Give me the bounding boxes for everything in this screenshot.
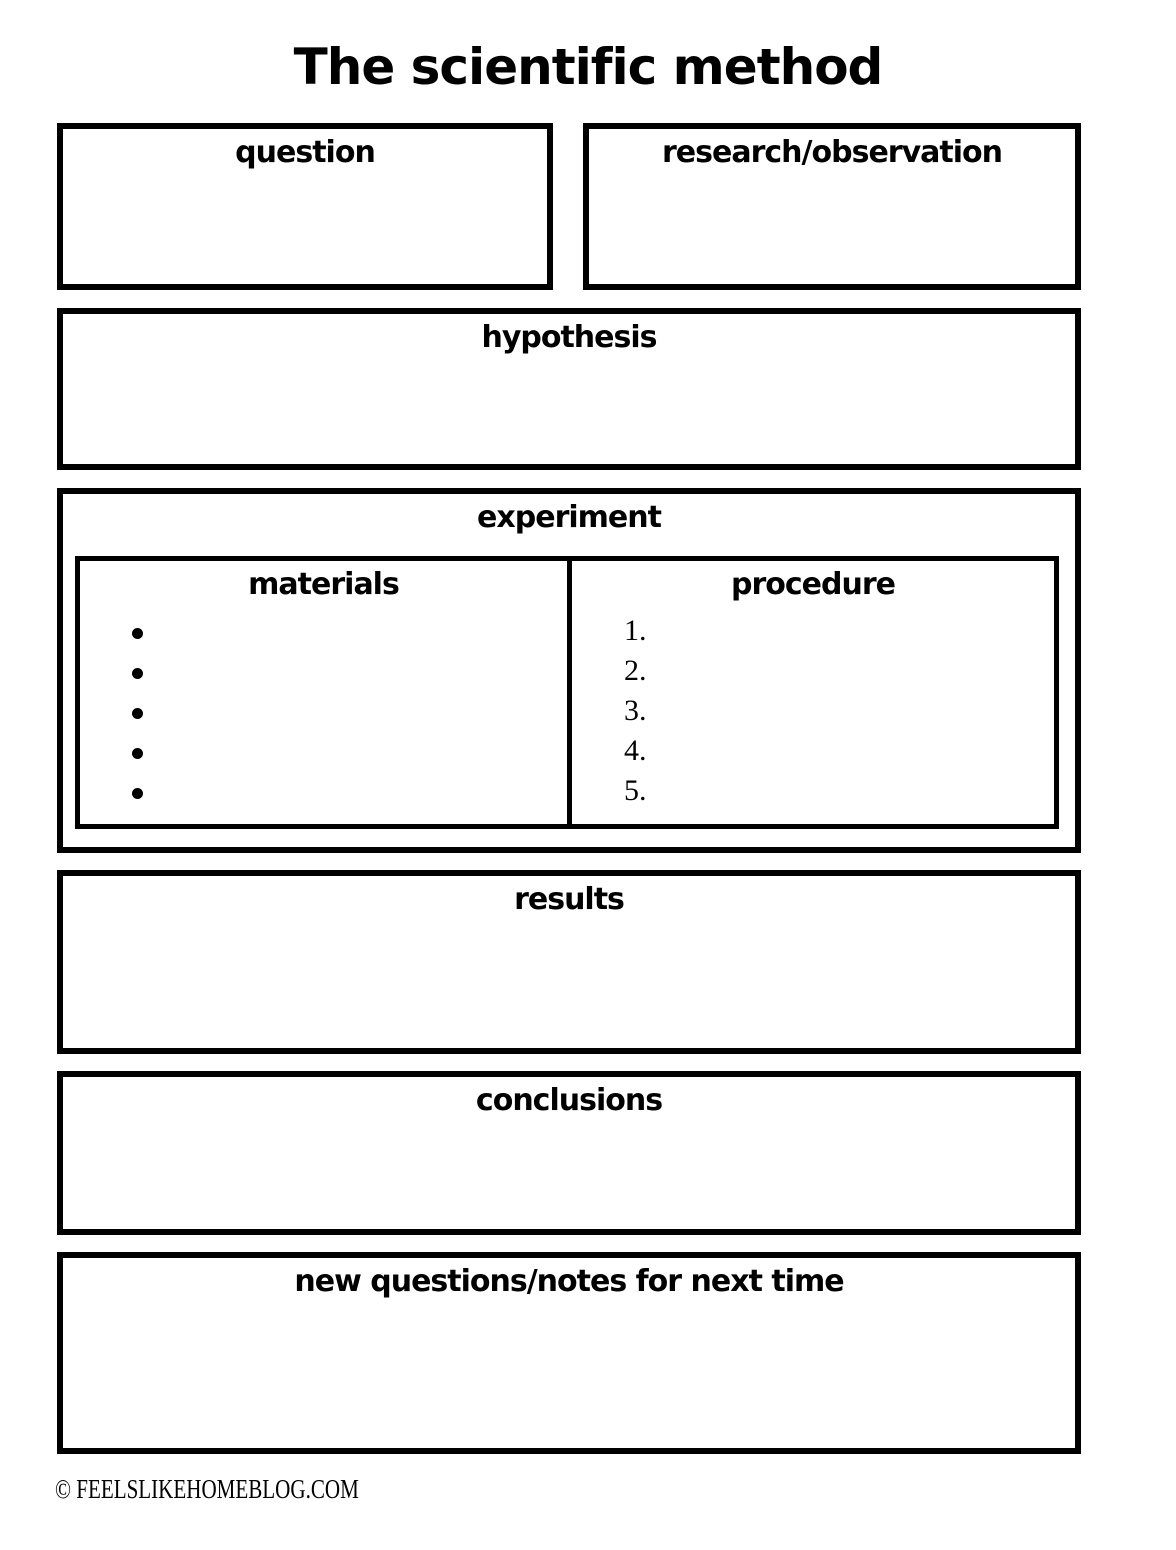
bullet-icon: [132, 627, 143, 639]
research-observation-label: research/observation: [662, 135, 1003, 170]
section-conclusions: conclusions: [57, 1071, 1081, 1235]
bullet-icon: [132, 667, 143, 679]
procedure-step-number: 5.: [624, 773, 647, 807]
section-results: results: [57, 870, 1081, 1054]
procedure-step-number: 2.: [624, 653, 647, 687]
new-questions-label: new questions/notes for next time: [294, 1264, 844, 1299]
materials-bullet-list: [80, 619, 567, 819]
bullet-item: [80, 659, 567, 699]
bullet-item: [80, 699, 567, 739]
hypothesis-label: hypothesis: [481, 320, 657, 355]
copyright-footer: © feelslikehomeblog.com: [55, 1474, 359, 1504]
conclusions-label: conclusions: [475, 1083, 663, 1118]
materials-label: materials: [248, 567, 400, 602]
section-research-observation: research/observation: [583, 123, 1081, 290]
bullet-item: [80, 619, 567, 659]
section-experiment: experiment materials procedure 1. 2. 3.: [57, 488, 1081, 853]
bullet-item: [80, 779, 567, 819]
bullet-icon: [132, 787, 143, 799]
section-new-questions: new questions/notes for next time: [57, 1252, 1081, 1454]
results-label: results: [514, 882, 625, 917]
procedure-number-list: 1. 2. 3. 4. 5.: [572, 611, 1054, 811]
bullet-item: [80, 739, 567, 779]
procedure-step-number: 4.: [624, 733, 647, 767]
section-hypothesis: hypothesis: [57, 308, 1081, 470]
experiment-table: materials procedure 1. 2. 3. 4. 5.: [75, 556, 1059, 829]
experiment-label: experiment: [477, 500, 662, 535]
materials-cell: materials: [80, 561, 572, 824]
section-question: question: [57, 123, 553, 290]
procedure-step-number: 1.: [624, 613, 647, 647]
page-title: The scientific method: [293, 38, 884, 96]
procedure-step-number: 3.: [624, 693, 647, 727]
question-label: question: [235, 135, 376, 170]
bullet-icon: [132, 707, 143, 719]
procedure-label: procedure: [731, 567, 896, 602]
bullet-icon: [132, 747, 143, 759]
procedure-cell: procedure 1. 2. 3. 4. 5.: [572, 561, 1054, 824]
